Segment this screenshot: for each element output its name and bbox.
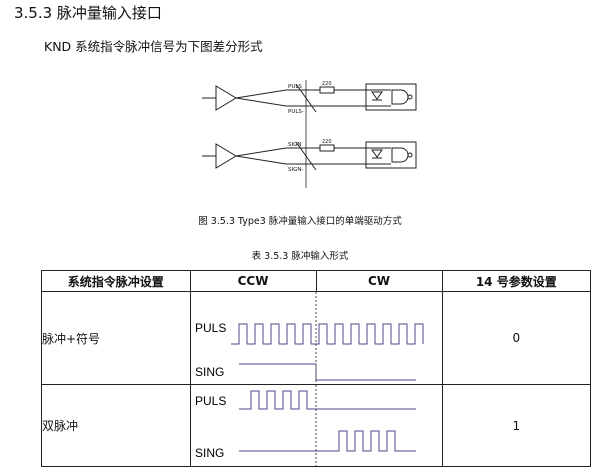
driver-buffer-icon <box>215 85 237 111</box>
waveform-cell: PULS SING <box>189 384 443 467</box>
table-row: 双脉冲 PULS SING 1 <box>41 384 592 467</box>
puls-label: PULS <box>288 84 302 90</box>
table-caption: 表 3.5.3 脉冲输入形式 <box>251 251 349 262</box>
mode-cell: 双脉冲 <box>41 384 191 467</box>
waveform-double-pulse: PULS SING <box>195 385 416 466</box>
figure-caption: 图 3.5.3 Type3 脉冲量输入接口的单端驱动方式 <box>198 216 402 227</box>
waveform-pulse-sign: PULS SING <box>195 292 424 384</box>
header-cell: 系统指令脉冲设置 <box>41 270 191 292</box>
table-row: 脉冲+符号 PULS SING 0 <box>41 291 592 385</box>
resistor-label-2: 220 <box>322 139 332 145</box>
signn-label: SIGN- <box>288 167 303 173</box>
param-value-cell: 0 <box>441 291 592 385</box>
waveform-cell: PULS SING <box>189 291 443 385</box>
pulse-input-table: 系统指令脉冲设置 CCW CW 14 号参数设置 脉冲+符号 PULS SING… <box>41 270 592 467</box>
pulsn-label: PULS- <box>288 109 304 115</box>
resistor-label-1: 220 <box>322 81 332 87</box>
intro-text: KND 系统指令脉冲信号为下图差分形式 <box>44 39 263 54</box>
signal-label: SING <box>195 365 224 379</box>
header-cell: 14 号参数设置 <box>441 270 592 292</box>
circuit-diagram: PULS PULS- SIGN SIGN- 220 220 <box>202 80 417 188</box>
header-cell: CW <box>315 270 443 292</box>
sign-label: SIGN <box>288 142 302 148</box>
driver-buffer-icon <box>215 143 237 169</box>
header-cell: CCW <box>189 270 317 292</box>
signal-label: PULS <box>195 394 226 408</box>
signal-label: SING <box>195 446 224 460</box>
param-value-cell: 1 <box>441 384 592 467</box>
table-header-row: 系统指令脉冲设置 CCW CW 14 号参数设置 <box>41 270 592 292</box>
mode-cell: 脉冲+符号 <box>41 291 191 385</box>
signal-label: PULS <box>195 321 226 335</box>
section-title: 3.5.3 脉冲量输入接口 <box>14 4 162 22</box>
